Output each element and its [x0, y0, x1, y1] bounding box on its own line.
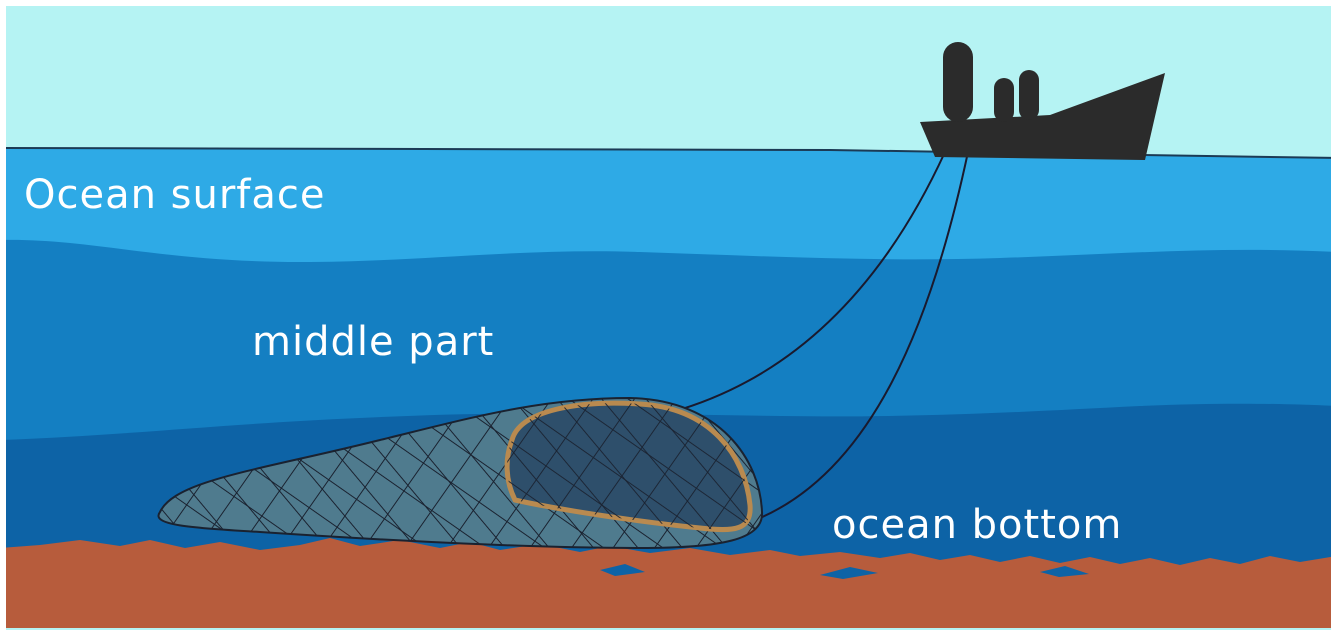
ocean-surface-label: Ocean surface	[24, 172, 326, 218]
ocean-bottom-label: ocean bottom	[832, 502, 1122, 548]
middle-part-label: middle part	[252, 319, 494, 365]
